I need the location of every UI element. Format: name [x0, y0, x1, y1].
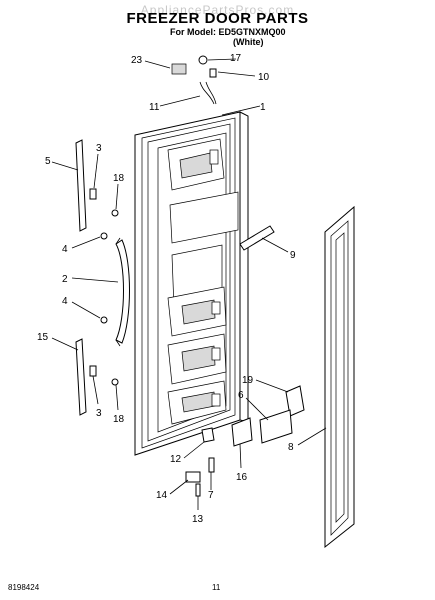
callout-6: 6	[238, 390, 244, 401]
model-color: (White)	[233, 37, 264, 47]
callout-17: 17	[230, 53, 242, 64]
callout-19: 19	[242, 375, 254, 386]
callout-7: 7	[208, 490, 214, 501]
callout-12: 12	[170, 454, 182, 465]
door-gasket	[324, 205, 355, 549]
bushing-10	[209, 68, 217, 78]
callout-3-upper: 3	[96, 143, 102, 154]
callout-15: 15	[37, 332, 49, 343]
screw-17	[198, 55, 208, 65]
callout-1: 1	[260, 102, 266, 113]
door-handle	[115, 239, 130, 344]
callout-13: 13	[192, 514, 204, 525]
callout-2: 2	[62, 274, 68, 285]
bin-6	[259, 409, 293, 444]
bracket-14	[185, 471, 201, 483]
hinge-12	[201, 427, 215, 443]
diagram-title: FREEZER DOOR PARTS	[126, 10, 309, 27]
clip-lower	[89, 365, 97, 377]
pin-7	[208, 457, 215, 473]
callout-4-lower: 4	[62, 296, 68, 307]
screw-4-upper	[100, 232, 108, 240]
wire-harness	[199, 81, 217, 105]
screw-18-upper	[111, 209, 119, 217]
bin-bracket-19	[285, 385, 305, 417]
callout-9: 9	[290, 250, 296, 261]
callout-4-upper: 4	[62, 244, 68, 255]
callout-10: 10	[258, 72, 270, 83]
callout-11: 11	[149, 102, 160, 113]
page-number: 11	[212, 583, 221, 592]
shelf-bar	[239, 225, 275, 251]
bracket-16	[231, 417, 253, 447]
upper-trim-strip	[75, 139, 87, 232]
wire-connector	[171, 63, 187, 75]
model-number: For Model: ED5GTNXMQ00	[170, 27, 286, 37]
door-assembly	[134, 111, 249, 456]
callout-16: 16	[236, 472, 248, 483]
clip-upper	[89, 188, 97, 200]
callout-3-lower: 3	[96, 408, 102, 419]
lower-trim-strip	[75, 338, 87, 416]
callout-5: 5	[45, 156, 51, 167]
leader-lines	[51, 58, 327, 510]
callout-18-lower: 18	[113, 414, 125, 425]
screw-13	[195, 483, 201, 497]
callout-8: 8	[288, 442, 294, 453]
callout-14: 14	[156, 490, 168, 501]
watermark-text: AppliancePartsPros.com	[140, 3, 295, 17]
document-number: 8198424	[8, 583, 40, 592]
callout-labels: 23 17 10 11 1 5 3 18 4 9 2 4 15 3 18 19 …	[37, 53, 296, 525]
screw-4-lower	[100, 316, 108, 324]
screw-18-lower	[111, 378, 119, 386]
callout-23: 23	[131, 55, 143, 66]
callout-18-upper: 18	[113, 173, 125, 184]
